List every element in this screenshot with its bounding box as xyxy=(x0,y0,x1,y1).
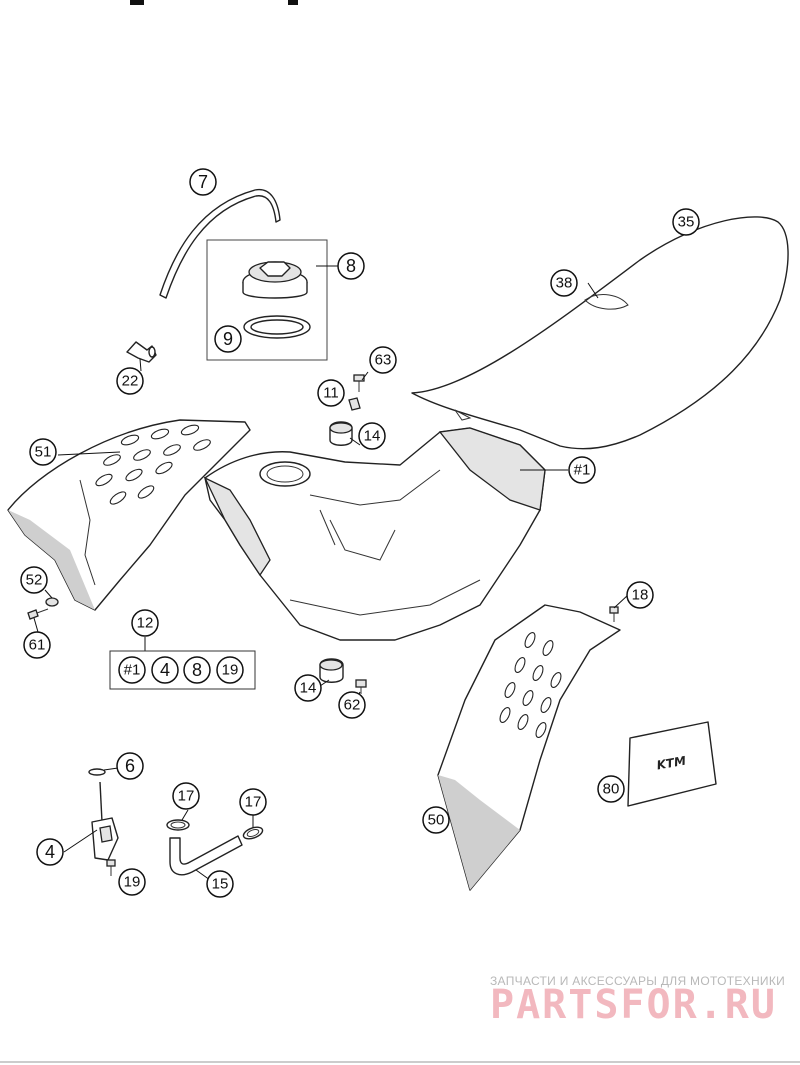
fuel-tank-part xyxy=(203,427,546,641)
callout-63: 63 xyxy=(369,346,397,374)
callout-35: 35 xyxy=(672,208,700,236)
callout-18: 18 xyxy=(626,581,654,609)
o-ring-6-part xyxy=(88,768,106,776)
callout-4: 4 xyxy=(36,838,64,866)
hose-clamp-17a-part xyxy=(166,819,190,831)
callout-8: 8 xyxy=(337,252,365,280)
svg-text:4: 4 xyxy=(45,842,55,862)
kit-item-4: 4 xyxy=(151,656,179,684)
svg-text:22: 22 xyxy=(122,373,139,390)
svg-text:52: 52 xyxy=(26,572,43,589)
bushing-14-lower-part xyxy=(319,658,344,683)
callout-14-upper: 14 xyxy=(358,422,386,450)
svg-text:80: 80 xyxy=(603,781,620,798)
left-shroud-part xyxy=(7,419,251,611)
svg-text:14: 14 xyxy=(364,428,381,445)
svg-text:#1: #1 xyxy=(574,462,591,479)
svg-text:8: 8 xyxy=(192,660,202,680)
svg-text:6: 6 xyxy=(125,756,135,776)
bolt-63-part xyxy=(353,374,365,392)
elbow-fitting-part xyxy=(126,341,157,363)
callout-1: #1 xyxy=(568,456,596,484)
fuel-tap-part xyxy=(91,781,119,861)
callout-12: 12 xyxy=(131,609,159,637)
svg-text:51: 51 xyxy=(35,444,52,461)
callout-14-lower: 14 xyxy=(294,674,322,702)
top-edge-marks xyxy=(120,0,320,6)
svg-text:19: 19 xyxy=(222,662,239,679)
svg-text:7: 7 xyxy=(198,172,208,192)
watermark: ЗАПЧАСТИ И АКСЕССУАРЫ ДЛЯ МОТОТЕХНИКИ PA… xyxy=(490,974,785,1028)
svg-text:17: 17 xyxy=(245,794,262,811)
callout-51: 51 xyxy=(29,438,57,466)
washer-52-part xyxy=(45,597,59,607)
svg-text:4: 4 xyxy=(160,660,170,680)
callout-38: 38 xyxy=(550,269,578,297)
callout-17-right: 17 xyxy=(239,788,267,816)
svg-text:63: 63 xyxy=(375,352,392,369)
callout-11: 11 xyxy=(317,379,345,407)
svg-text:50: 50 xyxy=(428,812,445,829)
svg-text:62: 62 xyxy=(344,697,361,714)
svg-text:19: 19 xyxy=(124,874,141,891)
fuel-hose-part xyxy=(169,835,243,876)
right-shroud-part xyxy=(437,604,621,891)
callout-15: 15 xyxy=(206,870,234,898)
svg-text:61: 61 xyxy=(29,637,46,654)
watermark-brand: PARTSFOR.RU xyxy=(490,982,777,1028)
svg-text:35: 35 xyxy=(678,214,695,231)
callout-19: 19 xyxy=(118,868,146,896)
seat-part xyxy=(411,216,789,450)
callout-80: 80 xyxy=(597,775,625,803)
bolt-62-part xyxy=(355,679,367,694)
hose-clamp-17b-part xyxy=(242,826,264,840)
callout-6: 6 xyxy=(116,752,144,780)
callout-62: 62 xyxy=(338,691,366,719)
fuel-cap-part xyxy=(242,261,308,299)
callout-52: 52 xyxy=(20,566,48,594)
svg-text:#1: #1 xyxy=(124,662,141,679)
callout-50: 50 xyxy=(422,806,450,834)
svg-text:8: 8 xyxy=(346,256,356,276)
kit-item-1: #1 xyxy=(118,656,146,684)
svg-text:18: 18 xyxy=(632,587,649,604)
kit-item-19: 19 xyxy=(216,656,244,684)
vent-hose-part xyxy=(159,188,281,299)
bolt-61-part xyxy=(27,608,49,620)
svg-text:9: 9 xyxy=(223,329,233,349)
callout-61: 61 xyxy=(23,631,51,659)
callout-7: 7 xyxy=(189,168,217,196)
svg-text:15: 15 xyxy=(212,876,229,893)
svg-text:38: 38 xyxy=(556,275,573,292)
watermark-subtitle: ЗАПЧАСТИ И АКСЕССУАРЫ ДЛЯ МОТОТЕХНИКИ xyxy=(490,974,785,988)
callout-22: 22 xyxy=(116,367,144,395)
nut-11-part xyxy=(348,397,361,411)
bushing-14-upper-part xyxy=(329,421,353,446)
callout-9: 9 xyxy=(214,325,242,353)
ktm-logo: KTM xyxy=(656,754,687,773)
svg-text:14: 14 xyxy=(300,680,317,697)
screw-19-part xyxy=(106,859,116,876)
callout-17-left: 17 xyxy=(172,782,200,810)
svg-text:17: 17 xyxy=(178,788,195,805)
svg-text:12: 12 xyxy=(137,615,154,632)
svg-text:11: 11 xyxy=(323,385,339,402)
screw-18-part xyxy=(609,606,619,622)
kit-item-8: 8 xyxy=(183,656,211,684)
cap-seal-ring-part xyxy=(243,315,311,339)
ktm-sticker-part: KTM xyxy=(627,721,717,807)
